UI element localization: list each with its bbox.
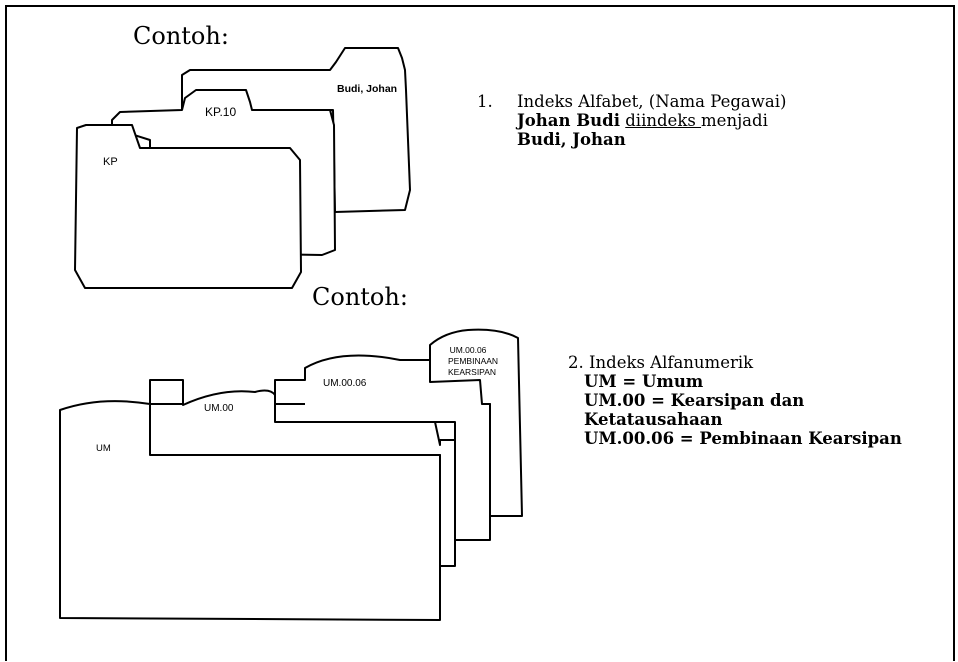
list-2-body: UM = Umum UM.00 = Kearsipan dan Ketataus…	[568, 372, 902, 448]
list-1-rest: menjadi	[701, 111, 768, 130]
folder-label-um0006: UM.00.06	[323, 378, 366, 389]
folder-label-budi-johan: Budi, Johan	[337, 83, 397, 95]
list-1-result: Budi, Johan	[517, 130, 626, 149]
list-1-block: Indeks Alfabet, (Nama Pegawai) Johan Bud…	[517, 92, 786, 149]
list-1-name: Johan Budi	[517, 111, 620, 130]
example-label-1: Contoh:	[133, 22, 229, 50]
list-2-line-4: UM.00.06 = Pembinaan Kearsipan	[584, 429, 902, 448]
pembinaan-line-1: UM.00.06	[448, 345, 488, 356]
folder-label-pembinaan: UM.00.06 PEMBINAAN KEARSIPAN	[448, 345, 488, 378]
folder-label-um: UM	[96, 443, 111, 454]
list-2-title: 2. Indeks Alfanumerik	[568, 353, 902, 372]
pembinaan-line-2: PEMBINAAN	[448, 356, 488, 367]
list-1-underline: diindeks	[625, 111, 701, 130]
list-2-line-3: Ketatausahaan	[584, 410, 722, 429]
list-1-line-2: Johan Budi diindeks menjadi	[517, 111, 786, 130]
list-1-line-3: Budi, Johan	[517, 130, 786, 149]
folder-label-um00: UM.00	[204, 403, 233, 414]
list-1-number: 1.	[477, 92, 493, 111]
list-2-line-2: UM.00 = Kearsipan dan	[584, 391, 804, 410]
list-2-block: 2. Indeks Alfanumerik UM = Umum UM.00 = …	[568, 353, 902, 448]
folder-label-kp10: KP.10	[205, 105, 236, 119]
folder-label-kp: KP	[103, 156, 118, 168]
folder-front-kp	[75, 125, 301, 288]
pembinaan-line-3: KEARSIPAN	[448, 367, 488, 378]
example-label-2: Contoh:	[312, 283, 408, 311]
list-1-title: Indeks Alfabet, (Nama Pegawai)	[517, 92, 786, 111]
list-2-line-1: UM = Umum	[584, 372, 703, 391]
